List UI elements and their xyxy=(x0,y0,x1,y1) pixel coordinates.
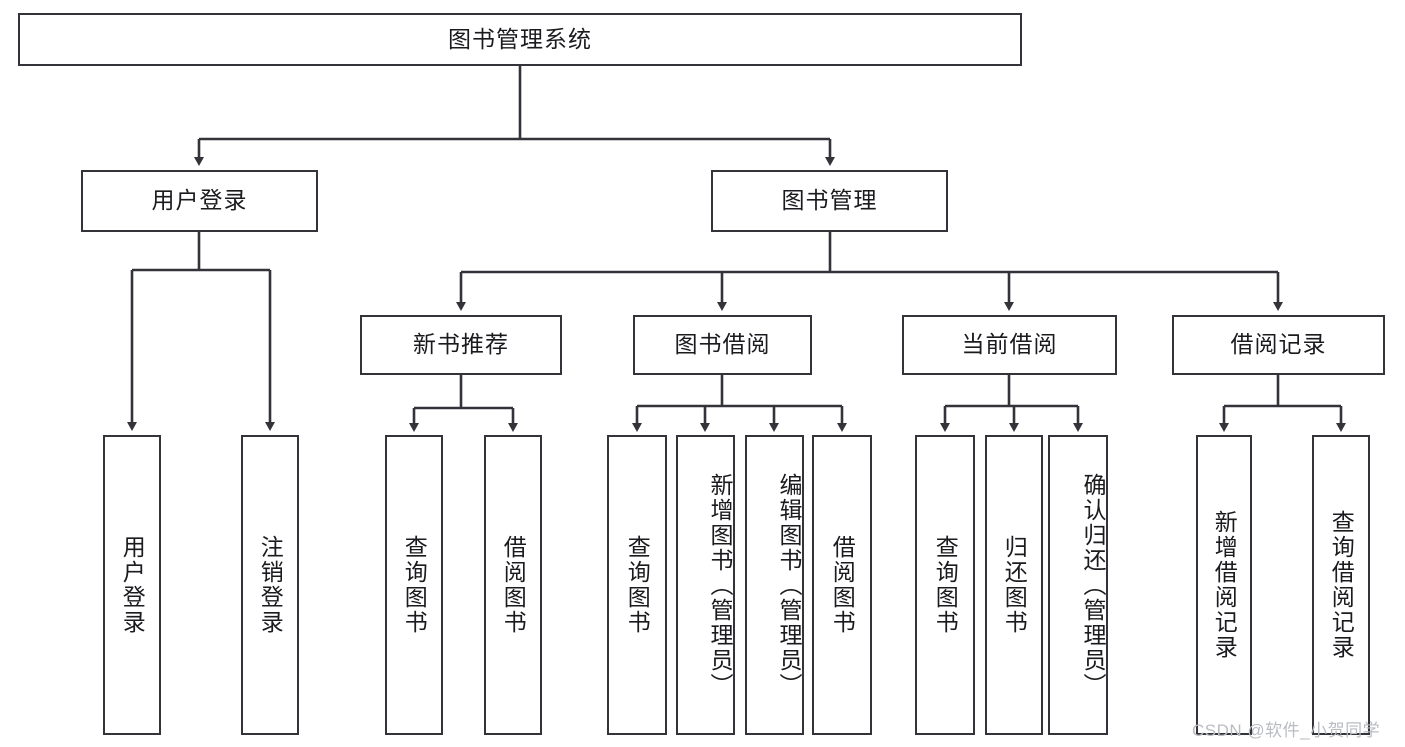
leaf-record-add-record[interactable]: 新增借阅记录 xyxy=(1196,435,1252,735)
node-new-book-recommend[interactable]: 新书推荐 xyxy=(360,315,562,375)
node-user-login-label: 用户登录 xyxy=(151,187,248,214)
leaf-recommend-query-book[interactable]: 查询图书 xyxy=(385,435,443,735)
leaf-borrow-add-book-admin[interactable]: 新增图书（管理员） xyxy=(676,435,735,735)
node-root-system-label: 图书管理系统 xyxy=(448,25,592,52)
node-borrow-record-label: 借阅记录 xyxy=(1230,331,1327,358)
leaf-borrow-query-book-label: 查询图书 xyxy=(624,535,651,635)
leaf-current-return-book-label: 归还图书 xyxy=(1001,535,1028,635)
leaf-borrow-edit-book-admin-label: 编辑图书（管理员） xyxy=(776,472,802,698)
leaf-recommend-query-book-label: 查询图书 xyxy=(401,535,428,635)
leaf-user-login-signout[interactable]: 注销登录 xyxy=(241,435,299,735)
leaf-borrow-borrow-book-label: 借阅图书 xyxy=(829,535,856,635)
leaf-borrow-borrow-book[interactable]: 借阅图书 xyxy=(812,435,872,735)
leaf-record-add-record-label: 新增借阅记录 xyxy=(1211,510,1238,660)
leaf-current-confirm-return-admin[interactable]: 确认归还（管理员） xyxy=(1048,435,1108,735)
leaf-record-query-record[interactable]: 查询借阅记录 xyxy=(1312,435,1370,735)
node-new-book-recommend-label: 新书推荐 xyxy=(413,331,509,358)
leaf-current-return-book[interactable]: 归还图书 xyxy=(985,435,1043,735)
leaf-user-login-signin-label: 用户登录 xyxy=(119,535,146,635)
leaf-current-query-book[interactable]: 查询图书 xyxy=(915,435,975,735)
leaf-user-login-signin[interactable]: 用户登录 xyxy=(103,435,161,735)
leaf-recommend-borrow-book-label: 借阅图书 xyxy=(500,535,527,635)
node-book-borrow-label: 图书借阅 xyxy=(674,331,771,358)
node-borrow-record[interactable]: 借阅记录 xyxy=(1172,315,1385,375)
node-book-management-label: 图书管理 xyxy=(781,187,878,214)
node-current-borrow-label: 当前借阅 xyxy=(961,331,1058,358)
leaf-borrow-add-book-admin-label: 新增图书（管理员） xyxy=(707,472,733,698)
leaf-record-query-record-label: 查询借阅记录 xyxy=(1328,510,1355,660)
leaf-user-login-signout-label: 注销登录 xyxy=(257,535,284,635)
node-root-system[interactable]: 图书管理系统 xyxy=(18,13,1022,66)
node-book-borrow[interactable]: 图书借阅 xyxy=(633,315,812,375)
leaf-current-confirm-return-admin-label: 确认归还（管理员） xyxy=(1080,472,1106,698)
node-user-login[interactable]: 用户登录 xyxy=(81,170,318,232)
leaf-recommend-borrow-book[interactable]: 借阅图书 xyxy=(484,435,542,735)
node-book-management[interactable]: 图书管理 xyxy=(711,170,948,232)
leaf-borrow-edit-book-admin[interactable]: 编辑图书（管理员） xyxy=(745,435,804,735)
node-current-borrow[interactable]: 当前借阅 xyxy=(902,315,1117,375)
watermark-text: CSDN @软件_小贺同学 xyxy=(1192,721,1381,740)
leaf-current-query-book-label: 查询图书 xyxy=(932,535,959,635)
leaf-borrow-query-book[interactable]: 查询图书 xyxy=(607,435,667,735)
